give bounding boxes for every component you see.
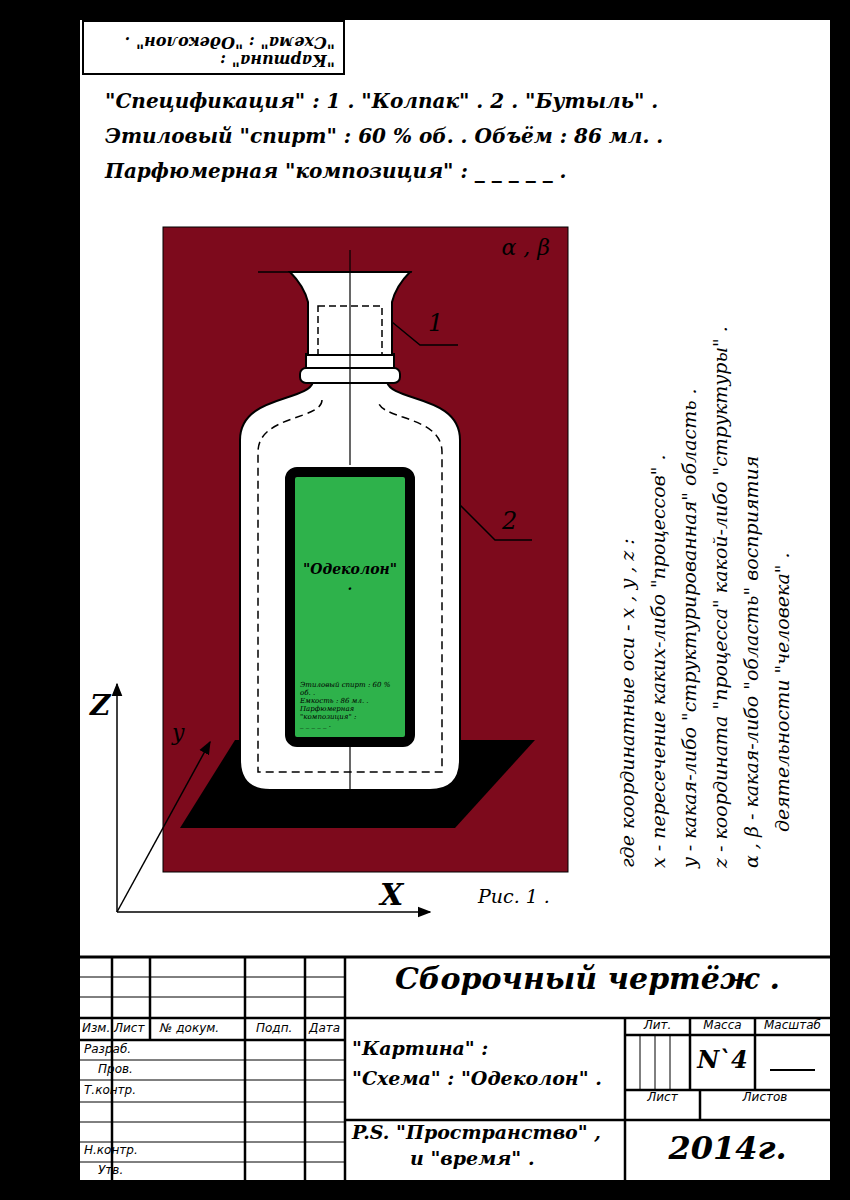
picture-panel: α , β "Одеколон" . Этиловый спирт : 60 % о… (163, 227, 568, 872)
table-header: Лит. (625, 1019, 690, 1033)
figure-caption: Рис. 1 . (478, 886, 550, 908)
table-header: Лист (114, 1022, 144, 1036)
callout-number: 1 (428, 310, 443, 338)
red-panel-fill (163, 227, 568, 872)
table-header: № докум. (160, 1022, 219, 1036)
node-text: "Картина" : (92, 51, 335, 69)
spec-line: Этиловый "спирт" : 60 % об. . Объём : 86… (105, 125, 663, 148)
table-cell: Пров. (98, 1063, 133, 1077)
note-line: P.S. "Пространство" , (352, 1122, 601, 1144)
table-header: Подп. (256, 1022, 292, 1036)
spec-line: "Спецификация" : 1 . "Колпак" . 2 . "Бут… (105, 90, 658, 113)
drawing-type: Сборочный чертёж . (345, 962, 830, 997)
axis-z (116, 684, 118, 912)
table-header: Масштаб (755, 1019, 830, 1033)
table-cell: Разраб. (84, 1043, 131, 1057)
bottle-label: "Одеколон" . Этиловый спирт : 60 % об. .Е… (285, 467, 415, 747)
rotated-text-holder: "Картина" :"Схема" : "Одеколон" . (84, 22, 343, 73)
leader-line (392, 322, 458, 345)
white-sheet (80, 20, 830, 1180)
title-block-grid (80, 957, 830, 1180)
table-header: Лист (625, 1091, 700, 1105)
table-header: Масса (690, 1019, 755, 1033)
year-cell: 2014г. (625, 1130, 830, 1167)
table-cell: Т.контр. (84, 1084, 136, 1098)
axis-note: y - какая-либо "структурированная" облас… (674, 223, 705, 868)
node-text: "Схема" : "Одеколон" . (92, 32, 335, 50)
scale-dash (770, 1069, 815, 1071)
node-text: Емкость : 86 мл. . (300, 697, 400, 705)
node-text: α , β (501, 235, 550, 260)
center-axis (349, 250, 350, 465)
drawing-name: "Схема" : "Одеколон" . (352, 1068, 602, 1090)
axis-label: Z (90, 690, 110, 722)
node-text: Парфюмерная "композиция" : (300, 705, 400, 721)
axis-note: α , β - какая-либо "область" восприятия … (736, 312, 798, 868)
callout-number: 2 (502, 508, 517, 536)
note-line: и "время" . (410, 1148, 535, 1170)
axis-label: y (172, 720, 184, 745)
table-cell: Утв. (98, 1164, 123, 1178)
axis-line (258, 271, 412, 273)
title-stamp-box: "Картина" :"Схема" : "Одеколон" . (82, 20, 345, 75)
rotated-note-block: где координатные оси - x , y , z :x - пе… (612, 223, 798, 868)
table-header: Листов (700, 1091, 830, 1105)
node-text: "Одеколон" . (300, 561, 400, 593)
sheet-number: N`4 (690, 1046, 755, 1074)
table-header: Дата (309, 1022, 340, 1036)
axis-note: z - координата "процесса" какой-либо "ст… (705, 223, 736, 868)
node-text: Этиловый спирт : 60 % об. . (300, 681, 400, 697)
spec-line: Парфюмерная "композиция" : _ _ _ _ _ . (105, 160, 567, 183)
leader-line (460, 505, 532, 540)
table-cell: Н.контр. (84, 1144, 138, 1158)
node-text: _ _ _ _ _ . (300, 721, 400, 729)
drawing-name: "Картина" : (352, 1038, 488, 1060)
table-header: Изм. (82, 1022, 110, 1036)
axis-label: X (380, 878, 403, 913)
axis-note: x - пересечение каких-либо "процессов" . (643, 223, 674, 868)
axis-note: где координатные оси - x , y , z : (612, 223, 643, 868)
axis-y (117, 742, 210, 912)
